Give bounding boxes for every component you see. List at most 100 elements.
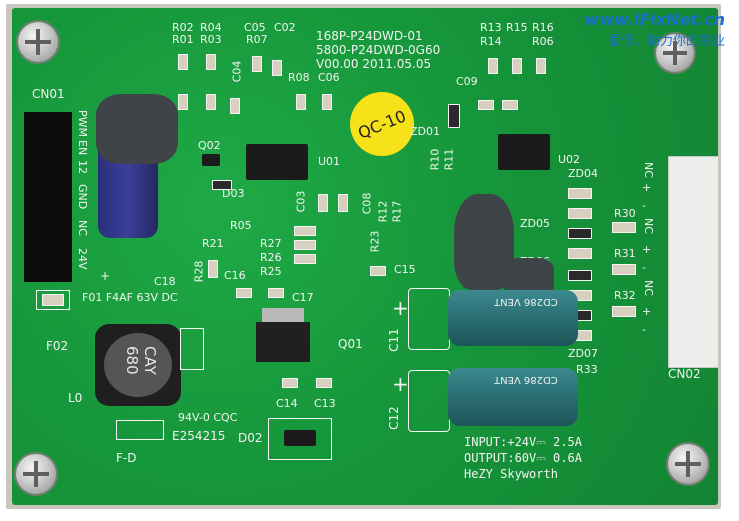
label-r33: R33 xyxy=(576,363,598,376)
label-r06: R06 xyxy=(532,35,554,48)
label-c11: C11 xyxy=(386,328,401,352)
cn02-pin-labels: NC + - NC + - NC + - xyxy=(640,158,666,358)
pin-label: EN xyxy=(76,140,89,156)
qc-sticker: QC-10 xyxy=(350,92,414,156)
label-cn01: CN01 xyxy=(32,87,65,101)
smd-resistor xyxy=(568,248,592,259)
connector-cn01 xyxy=(24,112,72,282)
label-c12: C12 xyxy=(386,406,401,430)
label-zd07: ZD07 xyxy=(568,347,599,360)
smd-resistor xyxy=(478,100,494,110)
watermark-slogan: 爱修，助力你的事业 xyxy=(607,34,725,49)
label-r01: R01 xyxy=(172,33,194,46)
label-c09: C09 xyxy=(456,75,478,88)
board-version: V00.00 2011.05.05 xyxy=(316,57,432,71)
smd-resistor xyxy=(294,240,316,250)
label-zd04: ZD04 xyxy=(568,167,599,180)
label-r31: R31 xyxy=(614,247,636,260)
connector-cn02 xyxy=(668,156,718,368)
label-c18: C18 xyxy=(154,275,176,288)
label-r02: R02 xyxy=(172,21,194,34)
fuse-label: F01 F4AF 63V DC xyxy=(82,291,178,304)
pin-label: 24V xyxy=(76,248,89,270)
label-plus: + xyxy=(392,372,409,396)
label-r12: R12 xyxy=(376,200,390,223)
watermark-url: www.iFixNet.cn xyxy=(584,10,725,29)
label-c17: C17 xyxy=(292,291,314,304)
label-r13: R13 xyxy=(480,21,502,34)
label-r08: R08 xyxy=(288,71,310,84)
diode-d02-pad xyxy=(268,418,332,460)
pin-label: 12 xyxy=(76,160,89,174)
label-r04: R04 xyxy=(200,21,222,34)
label-r21: R21 xyxy=(202,237,224,250)
pin-label: + xyxy=(642,243,652,256)
output-rating: OUTPUT:60V⎓ 0.6A xyxy=(464,451,582,465)
c11-marking: CD286 VENT xyxy=(494,296,558,307)
label-c15: C15 xyxy=(394,263,416,276)
label-fd: F-D xyxy=(116,451,137,465)
label-r17: R17 xyxy=(390,200,404,223)
label-c05: C05 xyxy=(244,21,266,34)
label-cn02: CN02 xyxy=(668,367,701,381)
label-r15: R15 xyxy=(506,21,528,34)
label-r03: R03 xyxy=(200,33,222,46)
capacitor-c11 xyxy=(448,290,578,346)
pin-label: + xyxy=(642,181,652,194)
capacitor-c12 xyxy=(448,368,578,426)
label-c08: C08 xyxy=(360,192,374,215)
label-u01: U01 xyxy=(318,155,341,168)
pin-label: NC xyxy=(642,280,655,296)
smd-resistor xyxy=(536,58,546,74)
smd-resistor xyxy=(322,94,332,110)
smd-diode xyxy=(212,180,232,190)
ul-logo xyxy=(116,420,164,440)
label-r05: R05 xyxy=(230,219,252,232)
cap-c12-outline xyxy=(408,370,450,432)
label-r11: R11 xyxy=(442,148,456,171)
ic-u02 xyxy=(498,134,550,170)
pin-label: - xyxy=(642,323,646,336)
pin-label: NC xyxy=(642,218,655,234)
label-r07: R07 xyxy=(246,33,268,46)
smd-resistor xyxy=(612,264,636,275)
smd-resistor xyxy=(296,94,306,110)
cap-c11-outline xyxy=(408,288,450,350)
smd-resistor xyxy=(206,94,216,110)
smd-resistor xyxy=(230,98,240,114)
label-f02: F02 xyxy=(46,339,69,353)
label-c06: C06 xyxy=(318,71,340,84)
label-r14: R14 xyxy=(480,35,502,48)
smd-capacitor xyxy=(370,266,386,276)
pin-label: - xyxy=(642,261,646,274)
led-driver-board: CN01 PWM EN 12 GND NC 24V + R02 R04 R01 … xyxy=(12,8,718,505)
pin-label: NC xyxy=(642,162,655,178)
inductor-marking: CAY 680 xyxy=(123,346,159,375)
smd-resistor xyxy=(338,194,348,212)
label-zd01: ZD01 xyxy=(410,125,441,138)
c12-marking: CD286 VENT xyxy=(494,374,558,385)
input-rating: INPUT:+24V⎓ 2.5A xyxy=(464,435,582,449)
mosfet-q01 xyxy=(256,322,310,362)
pin-label: NC xyxy=(76,220,89,236)
screw-top-right xyxy=(656,34,694,72)
label-plus: + xyxy=(392,296,409,320)
smd-resistor xyxy=(568,208,592,219)
label-r25: R25 xyxy=(260,265,282,278)
smd-resistor xyxy=(612,306,636,317)
label-u02: U02 xyxy=(558,153,581,166)
smd-diode-zd01 xyxy=(448,104,460,128)
smd-zener xyxy=(568,270,592,281)
label-c14: C14 xyxy=(276,397,298,410)
pin-label: - xyxy=(642,199,646,212)
mosfet-tab xyxy=(262,308,304,324)
ic-u01 xyxy=(246,144,308,180)
pin-label: PWM xyxy=(76,110,89,138)
diode-d02 xyxy=(284,430,316,446)
label-d02: D02 xyxy=(238,431,263,445)
smd-resistor xyxy=(206,54,216,70)
label-r30: R30 xyxy=(614,207,636,220)
ul-rating: 94V-0 CQC xyxy=(178,411,238,424)
maker: HeZY Skyworth xyxy=(464,467,558,481)
label-r23: R23 xyxy=(368,230,382,253)
